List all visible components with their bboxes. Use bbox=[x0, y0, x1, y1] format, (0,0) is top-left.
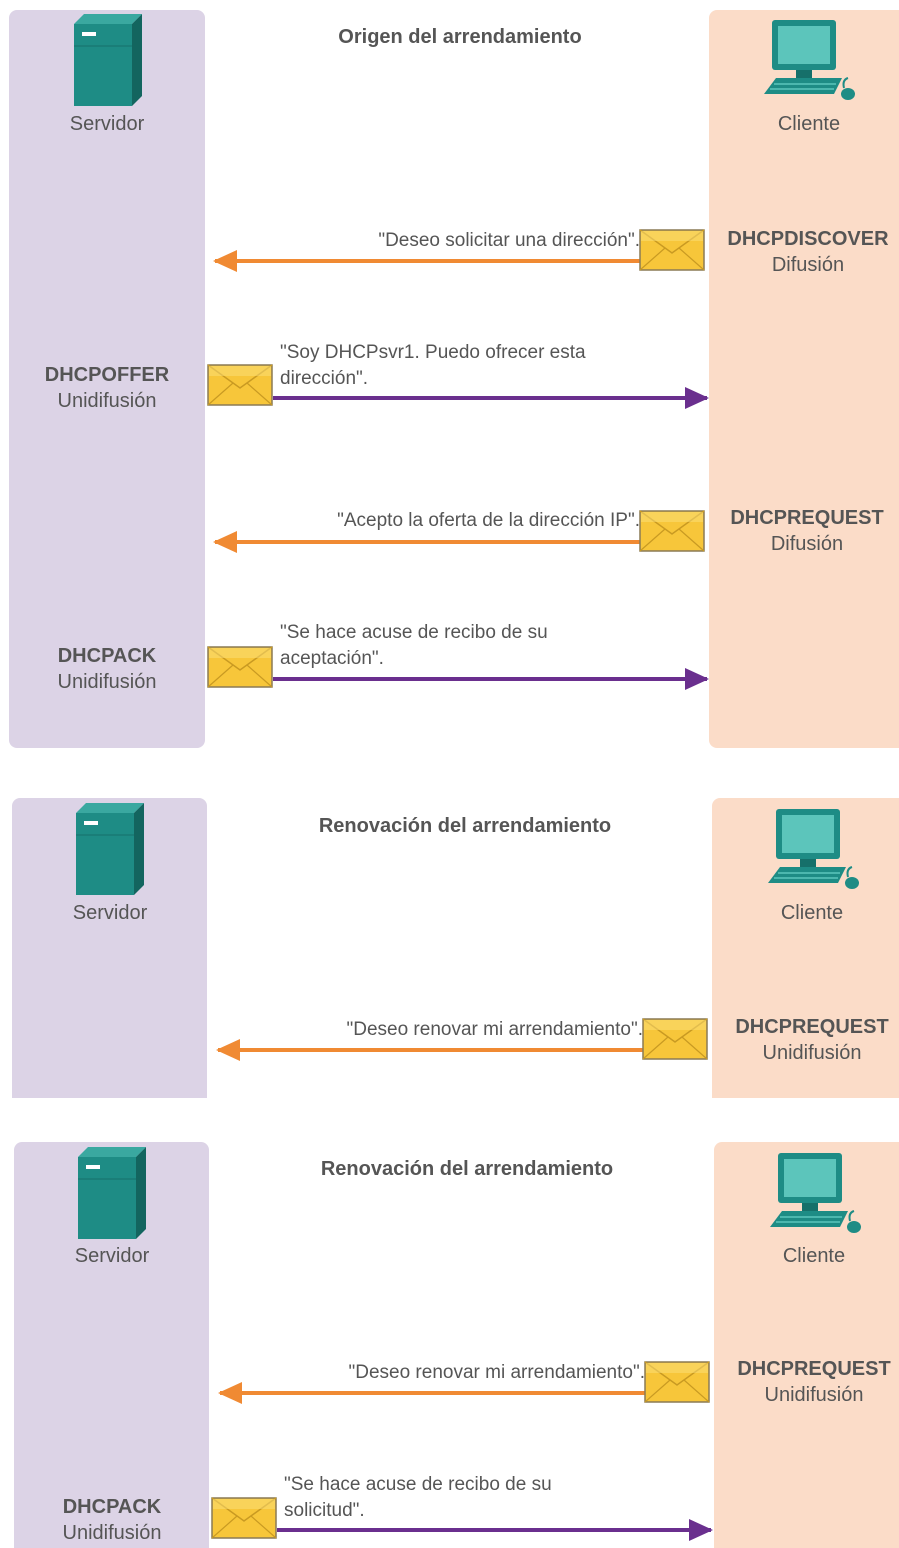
message-quote-line: "Se hace acuse de recibo de su bbox=[280, 622, 548, 643]
section-title: Renovación del arrendamiento bbox=[318, 815, 612, 837]
arrow-to-server bbox=[216, 1039, 643, 1061]
message-type: Unidifusión bbox=[762, 1042, 862, 1064]
client-label: Cliente bbox=[780, 902, 844, 924]
arrow-to-server bbox=[213, 531, 640, 553]
message-label: DHCPACK Unidifusión bbox=[9, 643, 205, 695]
message-quote: "Deseo renovar mi arrendamiento". bbox=[348, 1362, 645, 1383]
message-name: DHCPDISCOVER bbox=[727, 228, 889, 250]
message-quote-line: "Soy DHCPsvr1. Puedo ofrecer esta bbox=[280, 342, 586, 363]
server-label: Servidor bbox=[74, 1245, 150, 1267]
message-type: Unidifusión bbox=[764, 1384, 864, 1406]
message-type: Unidifusión bbox=[62, 1522, 162, 1544]
message-quote-line: aceptación". bbox=[280, 648, 384, 669]
client-computer-icon bbox=[762, 807, 862, 893]
message-label: DHCPDISCOVER Difusión bbox=[713, 226, 899, 278]
message-quote: "Deseo renovar mi arrendamiento". bbox=[346, 1019, 643, 1040]
envelope-icon bbox=[639, 510, 705, 552]
message-quote: "Se hace acuse de recibo de su aceptació… bbox=[280, 620, 548, 672]
section-title: Renovación del arrendamiento bbox=[320, 1158, 614, 1180]
message-quote: "Soy DHCPsvr1. Puedo ofrecer esta direcc… bbox=[280, 340, 586, 392]
message-label: DHCPACK Unidifusión bbox=[14, 1494, 210, 1546]
envelope-icon bbox=[211, 1497, 277, 1539]
message-name: DHCPOFFER bbox=[44, 364, 170, 386]
server-icon bbox=[72, 801, 146, 897]
message-quote-line: "Se hace acuse de recibo de su bbox=[284, 1474, 552, 1495]
envelope-icon bbox=[644, 1361, 710, 1403]
client-computer-icon bbox=[764, 1151, 864, 1237]
arrow-to-server bbox=[218, 1382, 645, 1404]
message-quote-line: solicitud". bbox=[284, 1500, 365, 1521]
server-icon bbox=[70, 12, 144, 108]
message-name: DHCPREQUEST bbox=[737, 1358, 891, 1380]
arrow-to-server bbox=[213, 250, 640, 272]
message-label: DHCPREQUEST Difusión bbox=[709, 505, 899, 557]
message-type: Difusión bbox=[770, 533, 844, 555]
envelope-icon bbox=[642, 1018, 708, 1060]
server-column bbox=[9, 10, 205, 748]
section-title: Origen del arrendamiento bbox=[338, 26, 582, 48]
message-type: Unidifusión bbox=[57, 671, 157, 693]
message-quote: "Se hace acuse de recibo de su solicitud… bbox=[284, 1472, 552, 1524]
envelope-icon bbox=[207, 646, 273, 688]
message-quote-line: dirección". bbox=[280, 368, 369, 389]
message-quote: "Deseo solicitar una dirección". bbox=[378, 230, 640, 251]
message-quote: "Acepto la oferta de la dirección IP". bbox=[337, 510, 640, 531]
message-name: DHCPREQUEST bbox=[735, 1016, 889, 1038]
message-label: DHCPREQUEST Unidifusión bbox=[714, 1356, 899, 1408]
client-computer-icon bbox=[758, 18, 858, 104]
arrow-to-client bbox=[273, 668, 709, 690]
client-label: Cliente bbox=[777, 113, 841, 135]
server-label: Servidor bbox=[72, 902, 148, 924]
arrow-to-client bbox=[277, 1519, 713, 1541]
message-name: DHCPACK bbox=[62, 1496, 162, 1518]
message-type: Unidifusión bbox=[57, 390, 157, 412]
message-type: Difusión bbox=[771, 254, 845, 276]
envelope-icon bbox=[207, 364, 273, 406]
client-label: Cliente bbox=[782, 1245, 846, 1267]
envelope-icon bbox=[639, 229, 705, 271]
client-column bbox=[709, 10, 899, 748]
server-label: Servidor bbox=[69, 113, 145, 135]
message-name: DHCPREQUEST bbox=[730, 507, 884, 529]
message-label: DHCPOFFER Unidifusión bbox=[9, 362, 205, 414]
server-icon bbox=[74, 1145, 148, 1241]
arrow-to-client bbox=[273, 387, 709, 409]
message-name: DHCPACK bbox=[57, 645, 157, 667]
message-label: DHCPREQUEST Unidifusión bbox=[712, 1014, 899, 1066]
